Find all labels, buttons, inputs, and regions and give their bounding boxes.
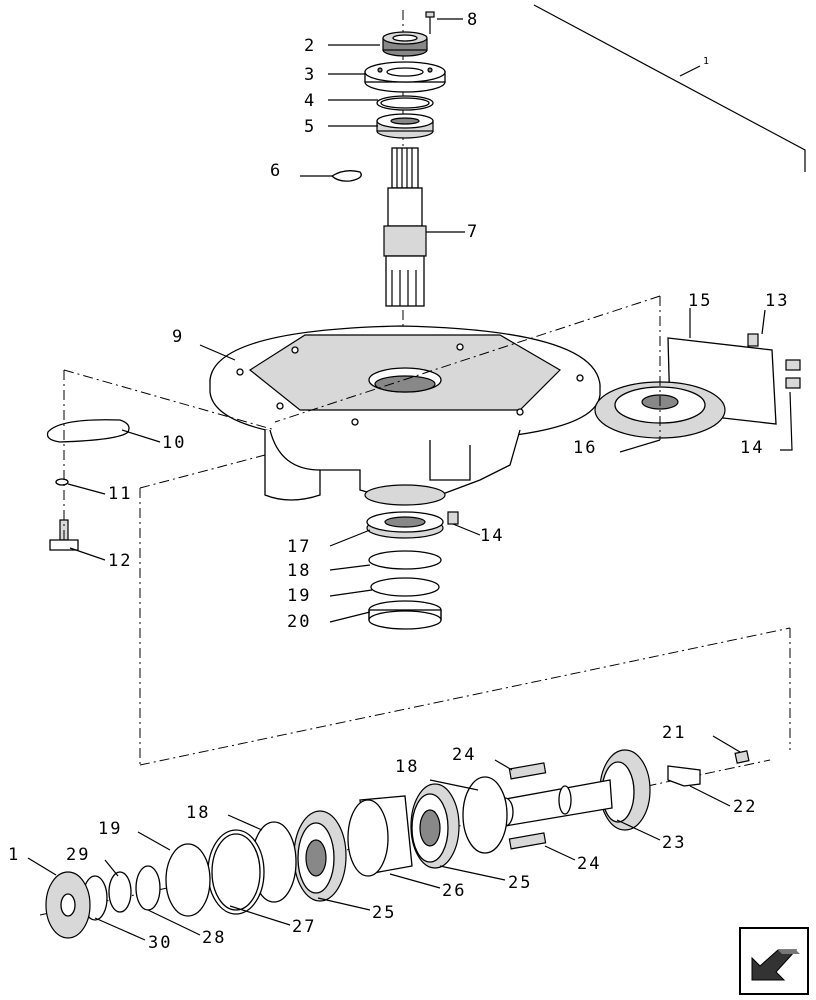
callout-24-bottom: 24 (577, 854, 601, 874)
callout-8: 8 (467, 10, 479, 30)
callout-25-left: 25 (372, 903, 396, 923)
sleeve-part-20 (368, 600, 442, 630)
callout-19-top: 19 (287, 586, 311, 606)
callout-21: 21 (662, 723, 686, 743)
housing-part-9 (209, 325, 601, 506)
shaft-part-7 (383, 147, 427, 307)
callout-16: 16 (573, 438, 597, 458)
callout-6: 6 (270, 161, 282, 181)
ring-part-29 (108, 871, 132, 913)
clip-part-22 (667, 765, 701, 787)
ring-part-18 (368, 550, 442, 570)
callout-14-plate: 14 (740, 438, 764, 458)
callout-2: 2 (304, 36, 316, 56)
callout-3: 3 (304, 65, 316, 85)
key-part-24-bottom (508, 832, 547, 850)
arrow-back-icon (751, 949, 800, 981)
bolt-part-13 (747, 333, 759, 347)
callout-30: 30 (148, 933, 172, 953)
seal-part-2 (382, 31, 428, 57)
callout-18-top: 18 (287, 561, 311, 581)
callout-19-left: 19 (98, 819, 122, 839)
callout-1-washer: 1 (8, 845, 20, 865)
key-part-24-top (508, 762, 547, 780)
gear-shaft-part-23 (496, 749, 651, 831)
callout-13: 13 (765, 291, 789, 311)
callout-27: 27 (292, 917, 316, 937)
washer-part-1 (45, 871, 91, 939)
callout-23: 23 (662, 833, 686, 853)
assembly-line-c (63, 369, 276, 431)
circlip-part-19-left (165, 843, 211, 917)
assembly-line-b (274, 295, 661, 423)
ring-part-28 (135, 865, 161, 911)
callout-18-left: 18 (186, 803, 210, 823)
callout-1-reference: 1 (703, 56, 709, 67)
callout-28: 28 (202, 928, 226, 948)
callout-17: 17 (287, 537, 311, 557)
callout-29: 29 (66, 845, 90, 865)
callout-10: 10 (162, 433, 186, 453)
callout-14-housing: 14 (480, 526, 504, 546)
callout-20: 20 (287, 612, 311, 632)
callout-15: 15 (688, 291, 712, 311)
callout-7: 7 (467, 222, 479, 242)
circlip-part-19 (370, 577, 440, 597)
callout-22: 22 (733, 797, 757, 817)
callout-11: 11 (108, 484, 132, 504)
callout-26: 26 (442, 881, 466, 901)
bearing-part-25-left (293, 810, 347, 902)
flange-part-3 (364, 61, 446, 93)
washer-part-11 (55, 478, 69, 486)
plate-part-10 (46, 419, 130, 443)
bearing-part-25-right (410, 783, 460, 869)
callout-4: 4 (304, 91, 316, 111)
leader-lines (27, 18, 793, 941)
bolt-part-8 (425, 11, 435, 34)
bolt-part-21 (734, 750, 750, 764)
ring-part-18-right (462, 776, 508, 854)
bearing-part-17 (366, 511, 444, 539)
bearing-part-5 (376, 113, 434, 139)
assembly-line-e (139, 454, 266, 489)
callout-25-right: 25 (508, 873, 532, 893)
callout-9: 9 (172, 327, 184, 347)
plug-part-14-bottom (447, 511, 459, 525)
reference-bracket (533, 4, 806, 172)
callout-18-right: 18 (395, 757, 419, 777)
back-navigation-button[interactable] (739, 927, 809, 995)
callout-24-top: 24 (452, 745, 476, 765)
callout-5: 5 (304, 117, 316, 137)
circlip-part-6 (330, 170, 362, 182)
callout-12: 12 (108, 551, 132, 571)
plug-part-14-top (785, 359, 801, 389)
sleeve-part-26 (347, 795, 413, 877)
